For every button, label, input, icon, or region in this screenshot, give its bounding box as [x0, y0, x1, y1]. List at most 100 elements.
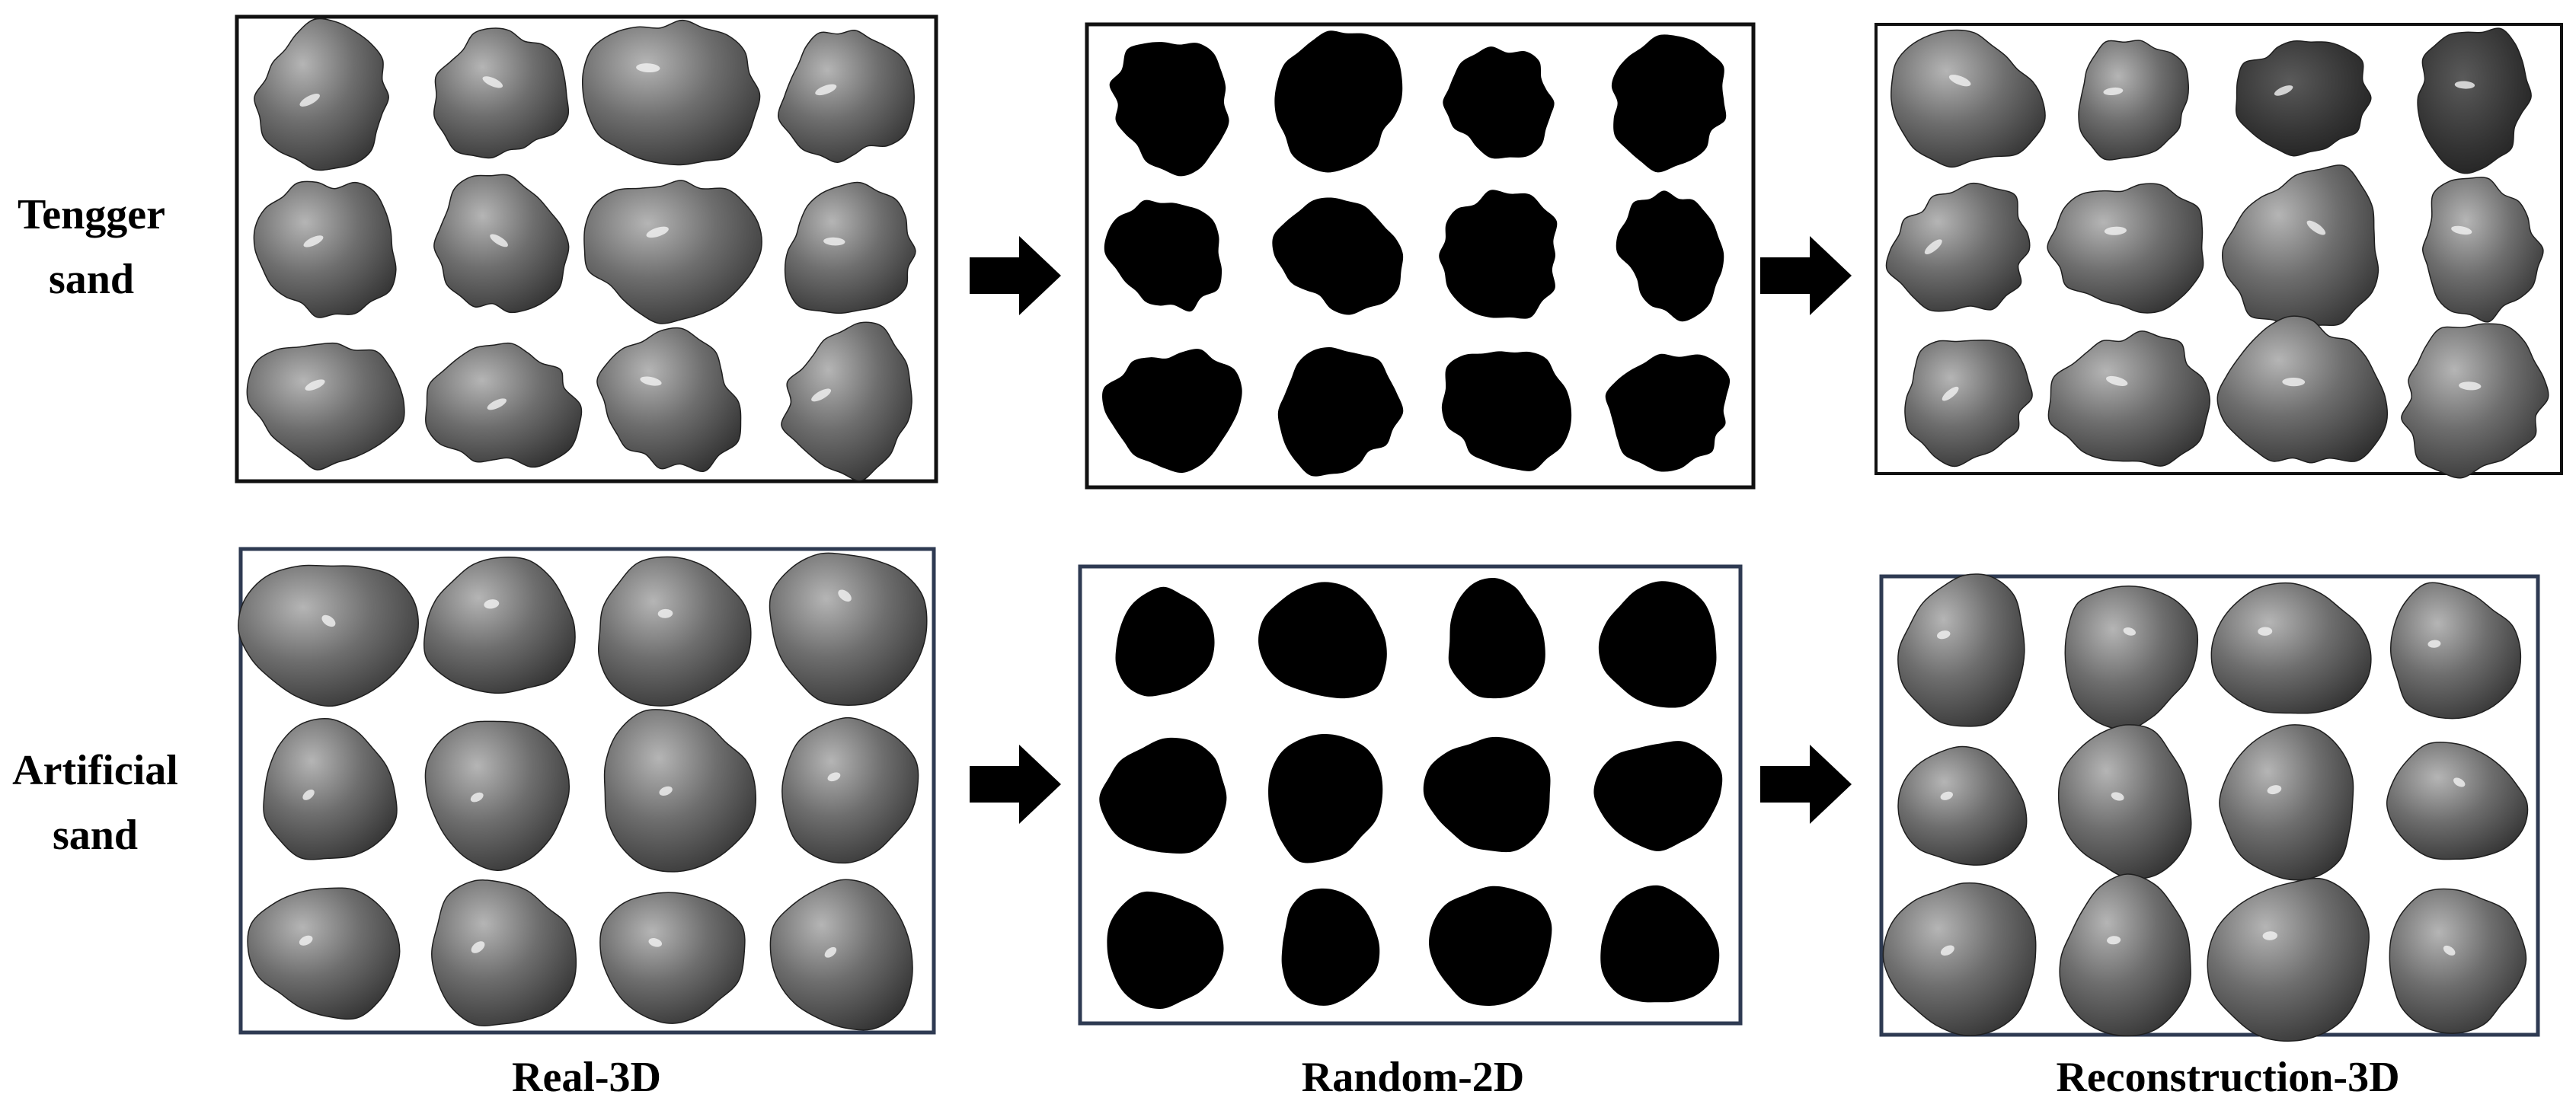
particle-3d: [1897, 573, 2025, 727]
particle-highlight: [482, 76, 503, 88]
particle-silhouette: [1611, 34, 1727, 173]
particle-highlight: [838, 589, 852, 602]
particle-3d: [1885, 182, 2031, 312]
particle-silhouette: [1272, 197, 1404, 315]
particle-3d: [425, 342, 583, 468]
particle-silhouette: [1258, 582, 1387, 699]
particle-highlight: [303, 235, 324, 247]
particle-silhouette: [1104, 199, 1222, 312]
particle-3d: [263, 717, 398, 860]
particle-highlight: [2453, 777, 2466, 787]
column-label-random-2d: Random-2D: [1302, 1054, 1524, 1101]
particle-highlight: [2258, 627, 2273, 636]
right-arrow-shape: [1760, 745, 1852, 824]
particle-3d: [781, 716, 919, 864]
particle-highlight: [2274, 85, 2293, 96]
particle-highlight: [471, 941, 485, 953]
particle-silhouette: [1115, 586, 1215, 697]
particle-highlight: [302, 789, 315, 800]
particle-highlight: [2107, 936, 2121, 945]
right-arrow-icon: [970, 745, 1061, 824]
particle-3d: [1890, 29, 2046, 168]
row-label-tengger-line2: sand: [49, 256, 134, 303]
particle-silhouette: [1616, 190, 1724, 322]
particle-3d: [2210, 582, 2372, 714]
row-label-artificial-line2: sand: [53, 812, 138, 859]
panel-tengger-real-3d: [235, 14, 938, 484]
particle-highlight: [815, 84, 837, 96]
panel-artificial-real-3d: [238, 547, 936, 1035]
particle-3d: [253, 180, 397, 318]
row-label-tengger-line1: Tengger: [18, 191, 165, 238]
particle-silhouette: [1099, 737, 1227, 854]
particle-silhouette: [1600, 885, 1720, 1003]
particle-3d: [769, 552, 928, 706]
right-arrow-icon: [1760, 745, 1852, 824]
particle-3d: [2236, 40, 2372, 157]
particle-3d: [2216, 315, 2389, 464]
particle-3d: [424, 720, 570, 871]
right-arrow-shape: [970, 745, 1061, 824]
particle-highlight: [2454, 81, 2475, 89]
particle-highlight: [2306, 220, 2326, 235]
particle-highlight: [2104, 226, 2127, 235]
particle-highlight: [1924, 239, 1942, 254]
particle-highlight: [1940, 945, 1954, 956]
particle-highlight: [2451, 225, 2472, 235]
particle-highlight: [2282, 378, 2306, 387]
particle-silhouette: [1448, 578, 1545, 699]
right-arrow-icon: [970, 236, 1061, 315]
panel-tengger-reconstruction-3d: [1874, 23, 2563, 479]
particle-3d: [1904, 340, 2033, 468]
particle-3d: [2417, 27, 2532, 174]
column-label-real-3d: Real-3D: [512, 1054, 661, 1101]
particle-highlight: [657, 608, 673, 618]
particle-highlight: [1942, 386, 1959, 401]
particle-silhouette: [1109, 42, 1229, 177]
particle-3d: [247, 887, 401, 1020]
particle-3d: [433, 27, 570, 159]
particle-silhouette: [1268, 733, 1383, 863]
particle-3d: [596, 327, 742, 472]
particle-highlight: [646, 226, 669, 238]
particle-silhouette: [1107, 891, 1224, 1009]
particle-highlight: [648, 938, 663, 947]
particle-3d: [2047, 330, 2210, 467]
particle-highlight: [2123, 627, 2137, 636]
particle-highlight: [659, 786, 673, 796]
particle-3d: [2219, 724, 2354, 881]
particle-3d: [2421, 177, 2544, 323]
particle-highlight: [640, 376, 662, 386]
panel-tengger-random-2d: [1085, 22, 1756, 490]
particle-highlight: [811, 388, 832, 402]
right-arrow-shape: [970, 236, 1061, 315]
particle-3d: [583, 180, 762, 324]
particle-highlight: [1940, 791, 1953, 800]
particle-highlight: [484, 599, 500, 609]
particle-highlight: [321, 614, 336, 627]
particle-silhouette: [1439, 190, 1558, 319]
particle-highlight: [1948, 75, 1971, 87]
particle-highlight: [824, 946, 837, 958]
particle-silhouette: [1593, 741, 1723, 851]
particle-highlight: [827, 772, 841, 782]
particle-3d: [2057, 724, 2192, 879]
particle-highlight: [2427, 640, 2441, 648]
particle-3d: [2064, 586, 2199, 730]
panel-artificial-reconstruction-3d: [1879, 573, 2540, 1042]
particle-3d: [2059, 873, 2191, 1037]
particle-3d: [603, 709, 756, 873]
particle-highlight: [2267, 785, 2282, 795]
particle-silhouette: [1429, 886, 1552, 1006]
particle-3d: [2221, 164, 2379, 333]
particle-silhouette: [1605, 353, 1731, 472]
particle-silhouette: [1277, 346, 1404, 477]
particle-silhouette: [1443, 46, 1555, 159]
particle-silhouette: [1102, 349, 1242, 474]
particle-3d: [246, 342, 405, 471]
particle-highlight: [2106, 375, 2128, 386]
particle-highlight: [487, 398, 507, 410]
particle-highlight: [299, 94, 320, 107]
particle-silhouette: [1423, 736, 1551, 853]
row-label-artificial-line1: Artificial: [12, 747, 178, 794]
